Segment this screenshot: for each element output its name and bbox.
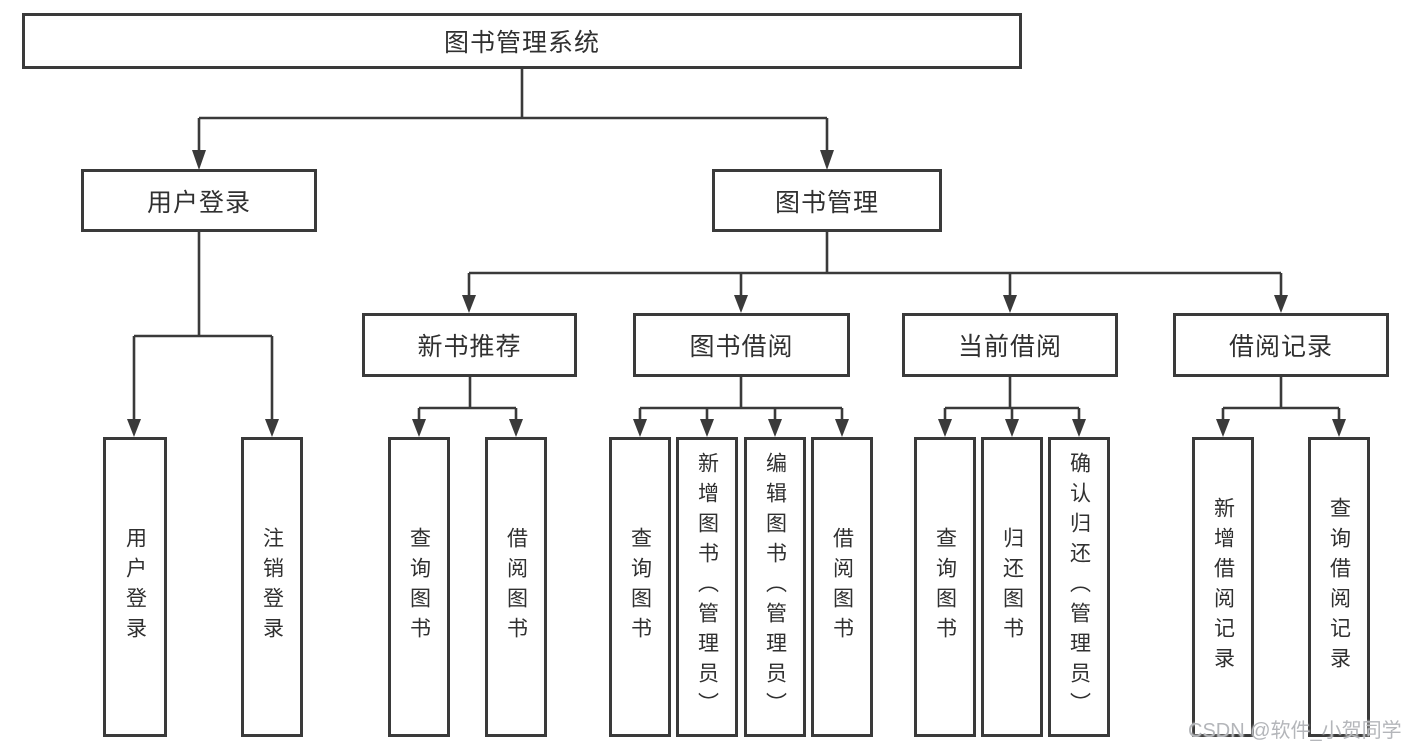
leaf-edit-books-admin: 编辑图书（管理员） — [744, 437, 806, 737]
leaf-return-books: 归还图书 — [981, 437, 1043, 737]
leaf-borrow-books-recommend: 借阅图书 — [485, 437, 547, 737]
arrowheads — [127, 150, 1346, 437]
leaf-label: 借阅图书 — [504, 527, 528, 647]
leaf-label: 查询图书 — [933, 527, 957, 647]
node-label: 新书推荐 — [417, 333, 522, 361]
leaf-label: 查询借阅记录 — [1327, 497, 1351, 677]
leaf-query-books-current: 查询图书 — [914, 437, 976, 737]
elbow-connectors — [132, 69, 1341, 421]
node-new-book-recommend: 新书推荐 — [362, 313, 577, 377]
leaf-label: 确认归还（管理员） — [1067, 452, 1091, 722]
csdn-watermark: CSDN @软件_小贺同学 — [1188, 720, 1402, 742]
leaf-label: 查询图书 — [628, 527, 652, 647]
leaf-query-books-borrowing: 查询图书 — [609, 437, 671, 737]
leaf-query-borrow-record: 查询借阅记录 — [1308, 437, 1370, 737]
leaf-add-books-admin: 新增图书（管理员） — [676, 437, 738, 737]
leaf-label: 用户登录 — [123, 527, 147, 647]
leaf-label: 归还图书 — [1000, 527, 1024, 647]
leaf-borrow-books: 借阅图书 — [811, 437, 873, 737]
leaf-label: 注销登录 — [260, 527, 284, 647]
node-current-borrowing: 当前借阅 — [902, 313, 1118, 377]
leaf-query-books-recommend: 查询图书 — [388, 437, 450, 737]
leaf-user-login: 用户登录 — [103, 437, 167, 737]
leaf-logout: 注销登录 — [241, 437, 303, 737]
node-label: 借阅记录 — [1228, 333, 1333, 361]
node-label: 图书借阅 — [689, 333, 794, 361]
leaf-label: 新增图书（管理员） — [695, 452, 719, 722]
node-book-management-module: 图书管理 — [712, 169, 942, 232]
node-library-management-system: 图书管理系统 — [22, 13, 1022, 69]
node-label: 当前借阅 — [957, 333, 1062, 361]
node-label: 用户登录 — [146, 188, 251, 217]
leaf-confirm-return-admin: 确认归还（管理员） — [1048, 437, 1110, 737]
node-book-borrowing: 图书借阅 — [633, 313, 850, 377]
node-borrowing-records: 借阅记录 — [1173, 313, 1389, 377]
leaf-label: 新增借阅记录 — [1211, 497, 1235, 677]
leaf-add-borrow-record: 新增借阅记录 — [1192, 437, 1254, 737]
leaf-label: 查询图书 — [407, 527, 431, 647]
leaf-label: 借阅图书 — [830, 527, 854, 647]
node-label: 图书管理 — [774, 188, 879, 217]
node-label: 图书管理系统 — [443, 29, 600, 57]
node-user-login-module: 用户登录 — [81, 169, 317, 232]
leaf-label: 编辑图书（管理员） — [763, 452, 787, 722]
